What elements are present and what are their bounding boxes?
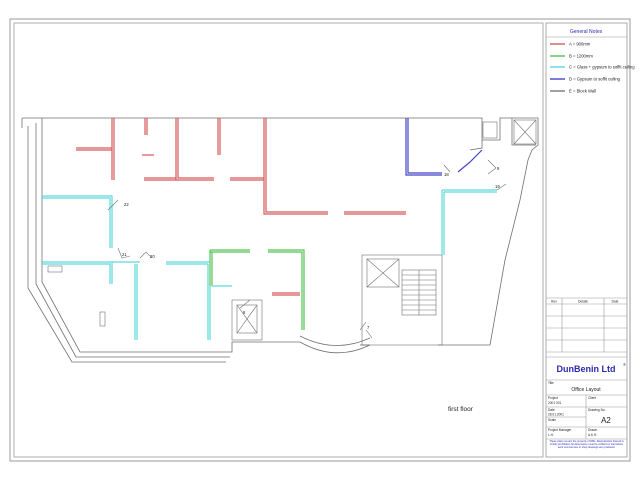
partitions-900mm bbox=[76, 118, 406, 296]
service-shaft bbox=[482, 119, 537, 145]
client-label: Client bbox=[588, 396, 596, 400]
revisions-table bbox=[546, 297, 627, 353]
date-label: Date bbox=[548, 408, 555, 412]
title-label: Title bbox=[548, 381, 554, 385]
details-header: Details bbox=[578, 300, 588, 304]
outer-border bbox=[9, 18, 631, 462]
project-label: Project bbox=[548, 396, 558, 400]
legend-label-b: B = 1200mm bbox=[569, 54, 593, 59]
disclaimer-box: These plans remain the property of DBL. … bbox=[549, 440, 624, 449]
partitions-gypsum bbox=[405, 118, 483, 176]
legend-label-a: A = 900mm bbox=[569, 42, 591, 47]
room-number-8: 8 bbox=[243, 310, 246, 315]
floor-label: first floor bbox=[448, 406, 474, 413]
room-number-19: 19 bbox=[495, 184, 500, 189]
project-number: 2001 001 bbox=[548, 401, 562, 405]
room-number-22: 22 bbox=[124, 202, 129, 207]
project-manager-value: L.H. bbox=[548, 433, 554, 437]
rev-header: Rev bbox=[551, 300, 557, 304]
title-block bbox=[546, 356, 627, 440]
building-outline bbox=[21, 117, 539, 363]
disclaimer-text: These plans remain the property of DBL. … bbox=[549, 440, 624, 449]
furniture bbox=[47, 265, 106, 327]
drawing-title: Office Layout bbox=[571, 387, 601, 393]
drawing-number: A2 bbox=[601, 416, 611, 425]
legend-label-c: C = Glass + gypsum to soffit ceiling bbox=[569, 65, 635, 70]
project-manager-label: Project Manager bbox=[548, 428, 572, 432]
room-number-21: 21 bbox=[122, 252, 127, 257]
doors bbox=[107, 159, 507, 339]
company-name: DunBenin Ltd bbox=[557, 364, 616, 374]
room-number-18: 18 bbox=[444, 172, 449, 177]
legend-label-e: E = Block Wall bbox=[569, 89, 596, 94]
drawing-frame bbox=[13, 22, 544, 458]
partitions-1200mm bbox=[209, 249, 305, 330]
scale-label: Scale bbox=[548, 418, 556, 422]
general-notes: General Notes A = 900mm B = 1200mm C = G… bbox=[546, 29, 635, 94]
date-header: Date bbox=[612, 300, 619, 304]
notes-title: General Notes bbox=[570, 29, 603, 35]
floor-plan: 22 21 20 18 19 8 7 9 first floor bbox=[21, 117, 539, 413]
stair-core bbox=[231, 254, 443, 346]
room-number-9: 9 bbox=[497, 166, 500, 171]
drawn-value: A.K.H. bbox=[588, 433, 597, 437]
title-column bbox=[545, 22, 628, 458]
room-number-20: 20 bbox=[150, 254, 155, 259]
drawing-no-label: Drawing No. bbox=[588, 408, 606, 412]
drawn-label: Drawn bbox=[588, 428, 597, 432]
partitions-glass bbox=[42, 189, 497, 340]
registered-mark: ® bbox=[623, 362, 626, 367]
room-number-7: 7 bbox=[367, 325, 370, 330]
legend-label-d: D = Gypsum to soffit ceiling bbox=[569, 77, 621, 82]
date-value: 28.01.2001 bbox=[548, 413, 564, 417]
